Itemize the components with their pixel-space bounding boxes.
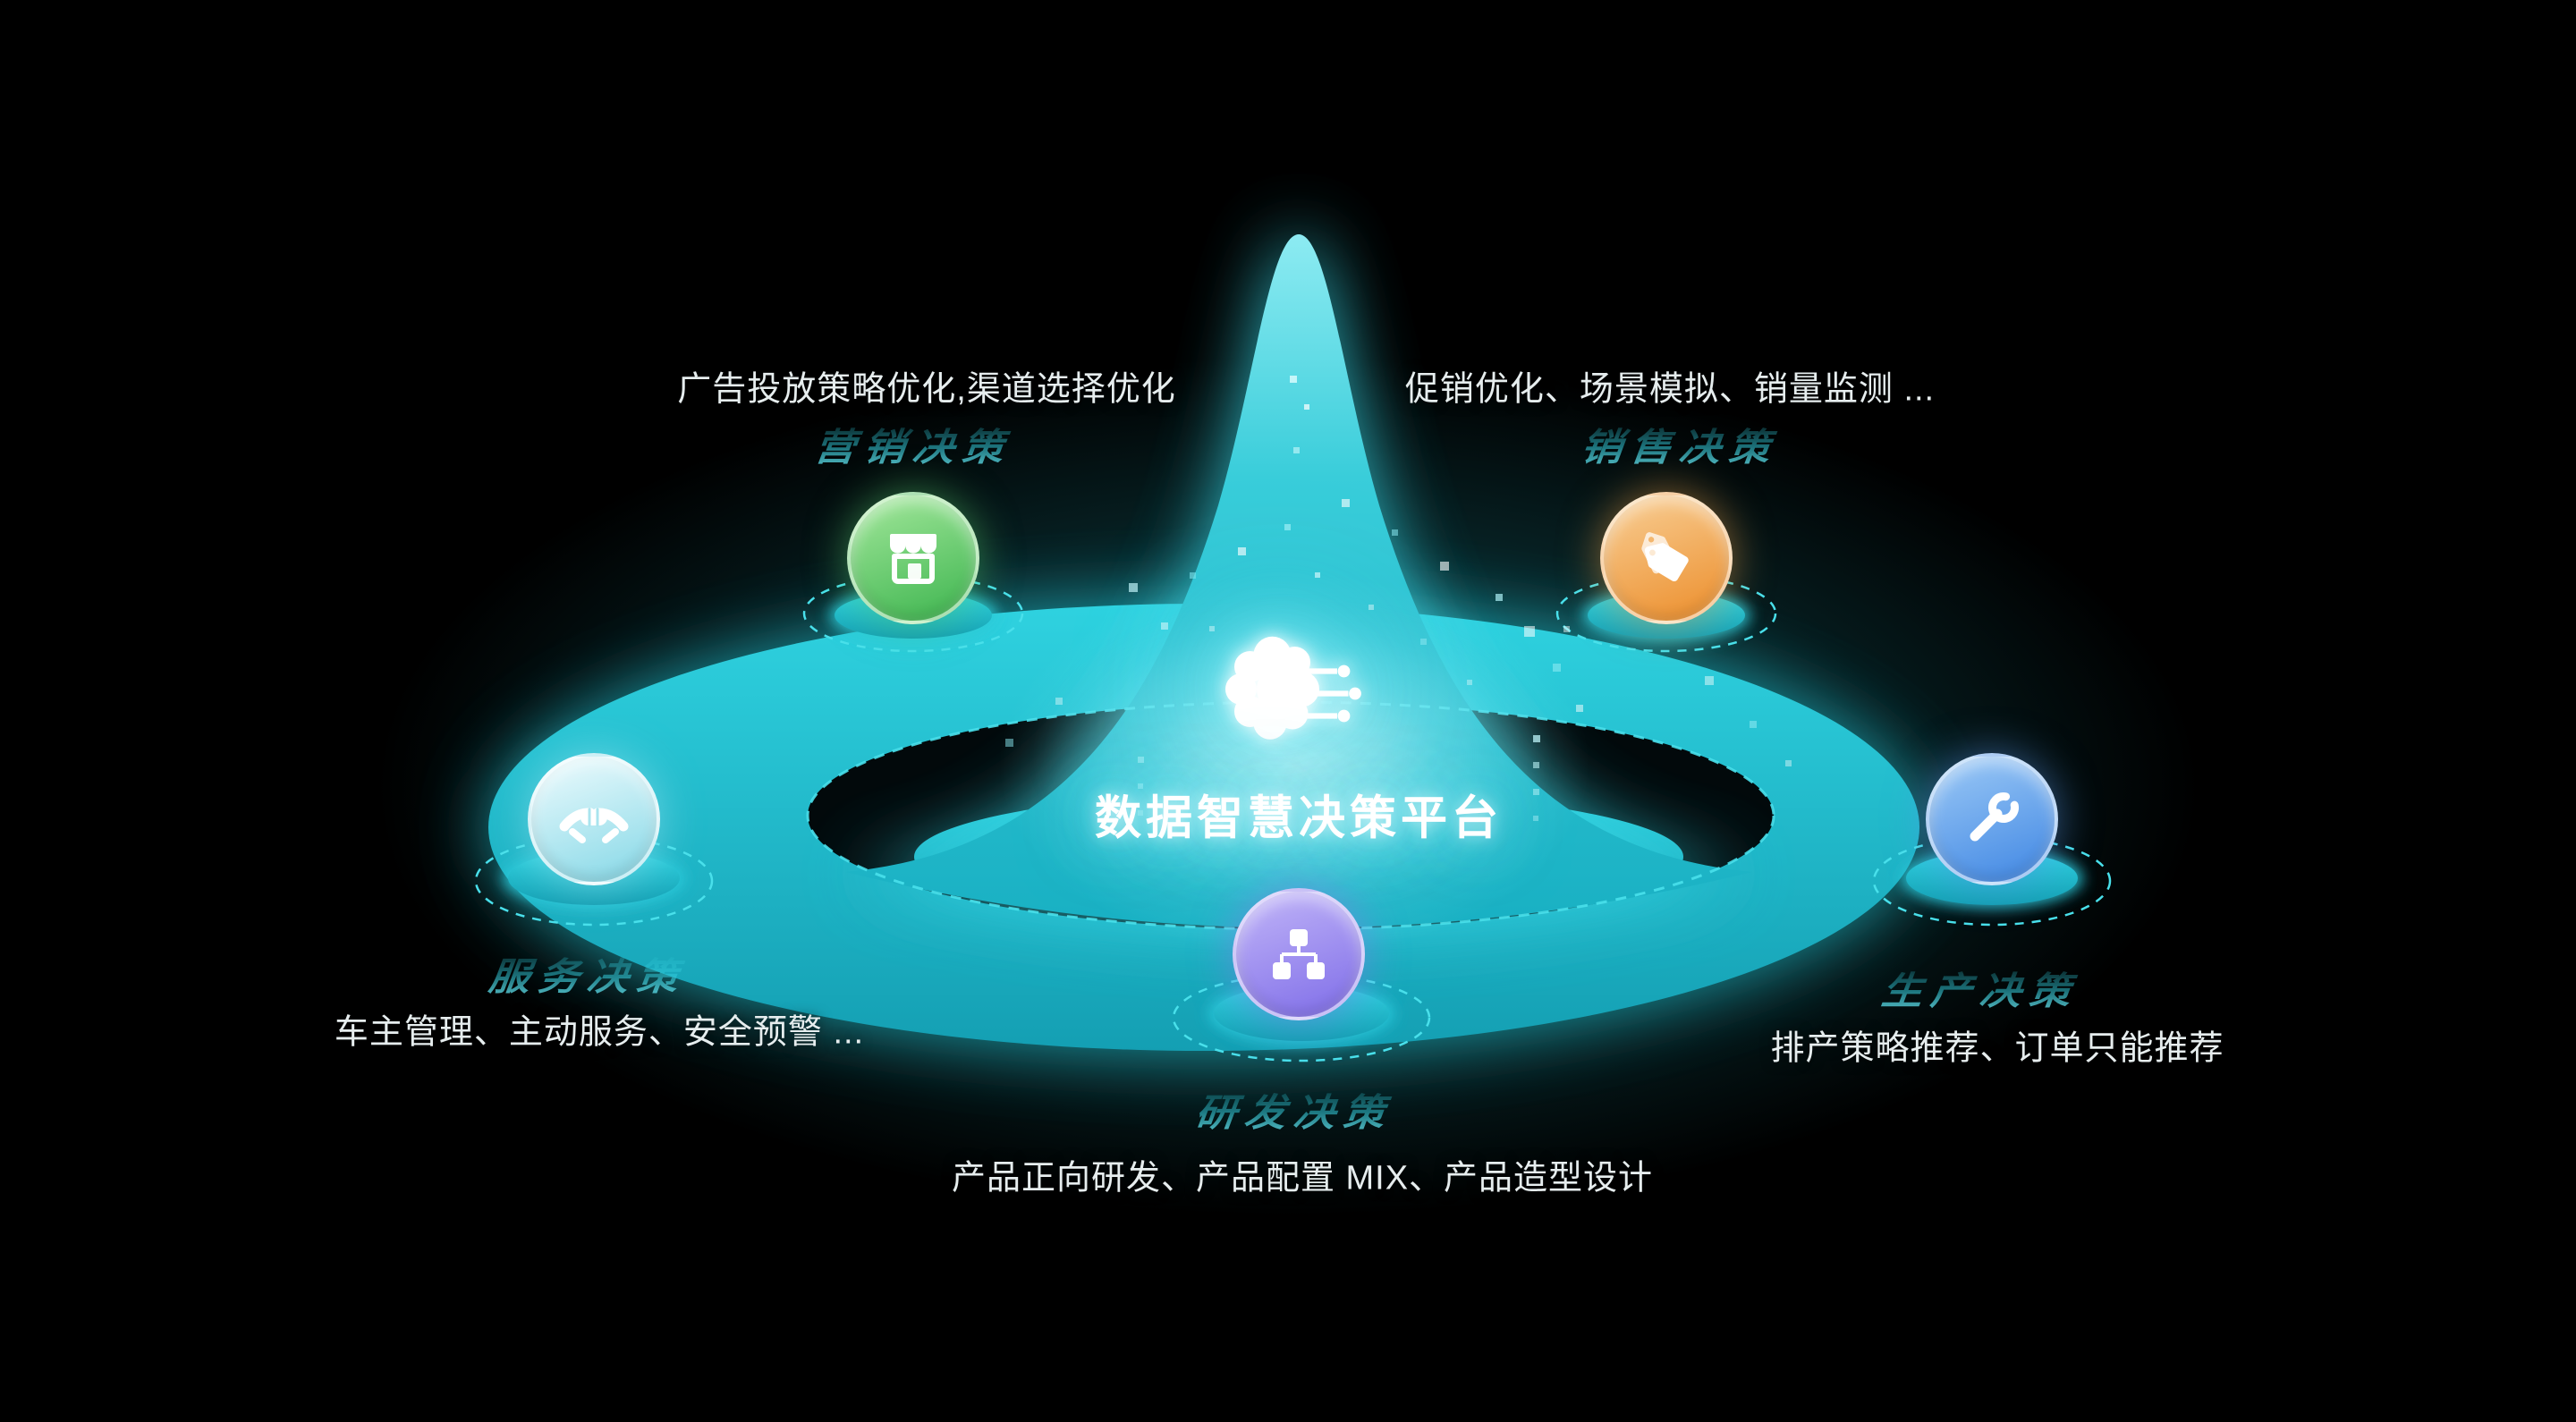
node-production <box>1926 753 2058 885</box>
marketing-description: 广告投放策略优化,渠道选择优化 <box>677 370 1176 409</box>
marketing-label: 营销决策 <box>812 418 1014 472</box>
sales-label: 销售决策 <box>1579 418 1781 472</box>
service-label: 服务决策 <box>487 947 689 1002</box>
wrench-icon <box>1970 792 2019 842</box>
platform-title: 数据智慧决策平台 <box>1094 792 1504 845</box>
rnd-description: 产品正向研发、产品配置 MIX、产品造型设计 <box>951 1159 1654 1198</box>
production-description: 排产策略推荐、订单只能推荐 <box>1770 1029 2224 1068</box>
node-rnd <box>1233 888 1365 1020</box>
center-halo <box>970 563 1614 948</box>
handshake-icon <box>559 808 629 843</box>
sales-description: 促销优化、场景模拟、销量监测 ... <box>1404 370 1936 409</box>
node-sales <box>1600 492 1733 624</box>
production-label: 生产决策 <box>1879 961 2081 1016</box>
network-icon <box>1273 929 1325 979</box>
price-tag-icon <box>1635 531 1693 587</box>
storefront-icon <box>890 534 936 584</box>
service-description: 车主管理、主动服务、安全预警 ... <box>334 1013 865 1052</box>
brain-circuit-icon <box>1194 618 1382 774</box>
node-marketing <box>847 492 979 624</box>
node-service <box>528 753 660 885</box>
rnd-label: 研发决策 <box>1193 1083 1395 1138</box>
